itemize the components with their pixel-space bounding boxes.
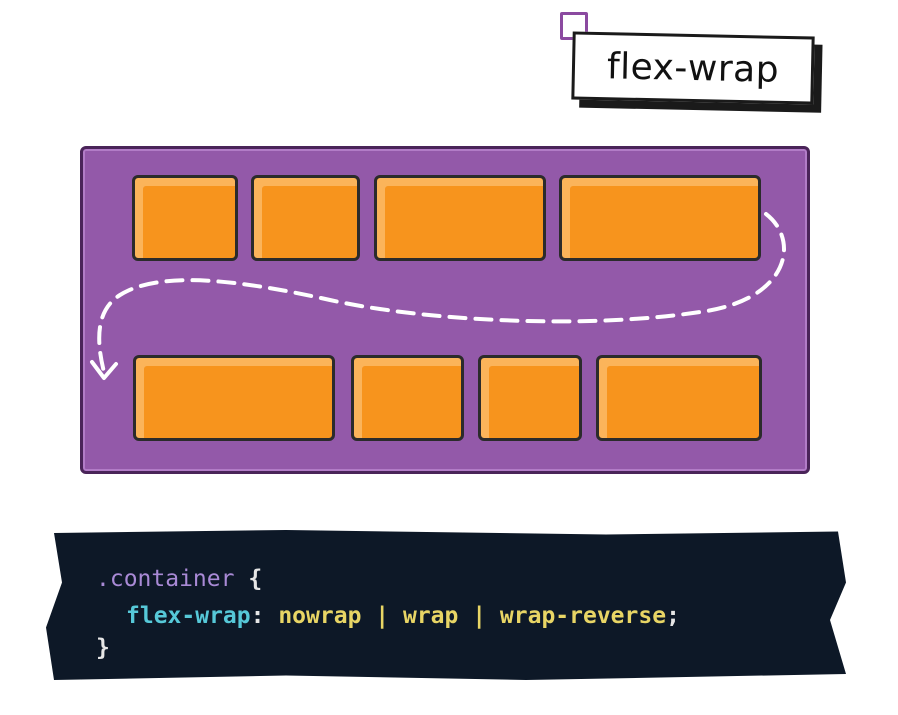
code-property: flex-wrap	[126, 603, 251, 629]
code-colon: :	[250, 603, 279, 629]
code-brace-open: {	[234, 566, 263, 592]
flex-item	[478, 355, 582, 441]
flex-item	[559, 175, 761, 261]
code-value-nowrap: nowrap	[278, 603, 362, 629]
code-separator: |	[458, 603, 500, 629]
code-line-1: .container {	[96, 566, 262, 592]
code-line-3: }	[96, 635, 110, 661]
code-semicolon: ;	[666, 603, 680, 629]
code-value-wrap: wrap	[402, 603, 459, 629]
flex-item	[374, 175, 546, 261]
code-line-2: flex-wrap: nowrap | wrap | wrap-reverse;	[126, 603, 680, 629]
diagram-title: flex-wrap	[606, 45, 780, 91]
code-separator: |	[361, 603, 403, 629]
code-block	[46, 530, 846, 680]
code-selector: .container	[96, 566, 235, 592]
flex-item	[132, 175, 238, 261]
title-tag: flex-wrap	[571, 31, 815, 105]
flex-item	[351, 355, 464, 441]
code-value-wrap-reverse: wrap-reverse	[499, 603, 667, 629]
code-brace-close: }	[96, 635, 110, 661]
flex-item	[251, 175, 360, 261]
flex-item	[133, 355, 335, 441]
flex-item	[596, 355, 762, 441]
